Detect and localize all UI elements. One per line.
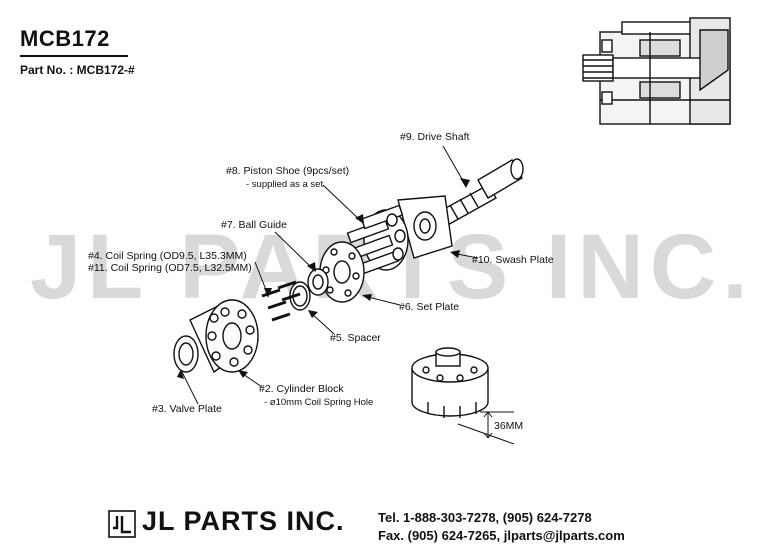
cylinder-block bbox=[189, 299, 259, 374]
model-title: MCB172 bbox=[20, 26, 110, 51]
label-set-plate: #6. Set Plate bbox=[399, 301, 460, 313]
label-ball-guide: #7. Ball Guide bbox=[221, 219, 287, 231]
jl-logo-icon bbox=[108, 510, 136, 538]
title-underline bbox=[20, 55, 128, 57]
cylinder-block-detail bbox=[411, 347, 489, 418]
label-spacer: #5. Spacer bbox=[330, 332, 381, 344]
valve-plate bbox=[173, 335, 199, 373]
pump-cross-section bbox=[582, 17, 731, 125]
leader-arrows bbox=[177, 178, 470, 379]
leader-lines bbox=[181, 145, 479, 405]
ball-guide bbox=[307, 268, 329, 296]
label-drive-shaft: #9. Drive Shaft bbox=[400, 131, 470, 143]
label-piston-shoe-note: - supplied as a set bbox=[246, 179, 324, 190]
label-swash-plate: #10. Swash Plate bbox=[472, 254, 554, 266]
label-valve-plate: #3. Valve Plate bbox=[152, 403, 222, 415]
part-number: Part No. : MCB172-# bbox=[20, 63, 135, 77]
label-cylinder-block-note: - ø10mm Coil Spring Hole bbox=[264, 397, 374, 408]
label-dimension: 36MM bbox=[494, 420, 524, 432]
swash-plate bbox=[397, 195, 453, 259]
footer-fax: Fax. (905) 624-7265, jlparts@jlparts.com bbox=[378, 528, 625, 543]
label-piston-shoe: #8. Piston Shoe (9pcs/set) bbox=[226, 165, 350, 177]
coil-springs bbox=[261, 280, 301, 322]
footer-brand: JL PARTS INC. bbox=[142, 506, 345, 536]
label-coil-spring-4: #4. Coil Spring (OD9.5, L35.3MM) bbox=[88, 250, 247, 262]
label-cylinder-block: #2. Cylinder Block bbox=[259, 383, 344, 395]
dimension-lines bbox=[457, 411, 515, 445]
label-coil-spring-11: #11. Coil Spring (OD7.5, L32.5MM) bbox=[88, 262, 252, 274]
set-plate bbox=[319, 241, 365, 303]
piston-shoes bbox=[346, 204, 409, 276]
footer-tel: Tel. 1-888-303-7278, (905) 624-7278 bbox=[378, 510, 592, 525]
